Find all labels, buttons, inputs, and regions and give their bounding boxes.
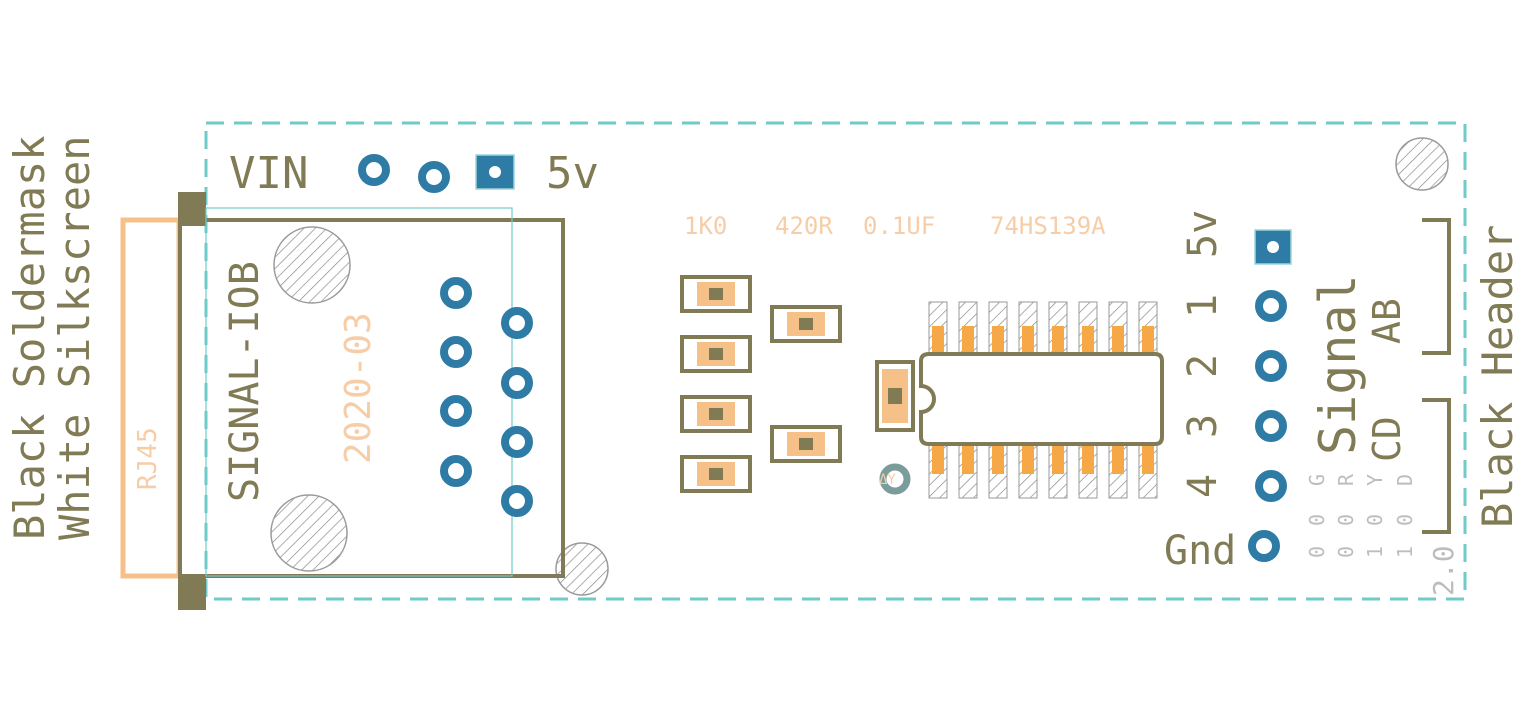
rj45-label: RJ45 bbox=[133, 427, 163, 490]
rj45-hole-bottom bbox=[270, 494, 348, 572]
board-date: 2020-03 bbox=[338, 312, 379, 464]
rj45-tab-bottom bbox=[178, 574, 206, 610]
ic-body bbox=[919, 352, 1164, 446]
led-pad bbox=[879, 463, 911, 495]
rj45-pin bbox=[440, 336, 472, 368]
truth-table-cell: 0 bbox=[1363, 514, 1387, 526]
header-pad-1 bbox=[1255, 290, 1287, 322]
header-label: Black Header bbox=[1473, 225, 1522, 528]
rj45-pin bbox=[440, 277, 472, 309]
truth-table-header: Y bbox=[1363, 474, 1387, 486]
board-name: SIGNAL-IOB bbox=[222, 261, 268, 502]
truth-table-cell: 1 bbox=[1363, 546, 1387, 558]
silkscreen-label: White Silkscreen bbox=[50, 135, 99, 540]
header-pad-5v-hole bbox=[1267, 241, 1279, 253]
truth-table-cell: 1 bbox=[1393, 546, 1417, 558]
smd-resistor bbox=[680, 395, 752, 433]
ic-pins-top bbox=[928, 301, 1158, 357]
header-bracket-ab bbox=[1422, 218, 1451, 355]
header-pad-gnd bbox=[1248, 530, 1280, 562]
truth-table-header: G bbox=[1305, 474, 1329, 486]
truth-table-cell: 0 bbox=[1334, 514, 1358, 526]
smd-capacitor bbox=[875, 360, 915, 432]
vin-pad-1 bbox=[358, 154, 390, 186]
resistor-1k0-label: 1K0 bbox=[684, 212, 727, 240]
mount-hole-top-right bbox=[1395, 137, 1449, 191]
capacitor-label: 0.1UF bbox=[863, 212, 935, 240]
rj45-pin bbox=[440, 455, 472, 487]
vin-pad-2 bbox=[418, 161, 450, 193]
five-v-pad-hole bbox=[489, 166, 501, 178]
rj45-pin bbox=[501, 367, 533, 399]
header-pad-2 bbox=[1255, 350, 1287, 382]
header-pad-3 bbox=[1255, 410, 1287, 442]
five-v-label: 5v bbox=[546, 148, 599, 199]
rj45-pin bbox=[501, 426, 533, 458]
header-pin-label-gnd: Gnd bbox=[1164, 528, 1236, 574]
vin-label: VIN bbox=[229, 148, 308, 199]
signal-label: Signal bbox=[1309, 274, 1367, 455]
mount-hole-bottom bbox=[555, 542, 609, 596]
soldermask-label: Black Soldermask bbox=[5, 135, 54, 540]
truth-table: G R Y D 0 0 0 0 0 0 1 1 bbox=[1305, 473, 1417, 558]
smd-resistor bbox=[680, 275, 752, 313]
rj45-hole-top bbox=[273, 226, 351, 304]
signal-ab-label: AB bbox=[1365, 298, 1409, 344]
header-pin-label-1: 1 bbox=[1180, 294, 1226, 318]
rj45-body-outline bbox=[120, 217, 182, 579]
truth-table-header: R bbox=[1334, 473, 1358, 486]
ic-label: 74HS139A bbox=[990, 212, 1106, 240]
rj45-pins bbox=[440, 277, 533, 517]
rj45-pin bbox=[501, 485, 533, 517]
led-label: ΔY bbox=[879, 472, 896, 488]
header-pin-label-3: 3 bbox=[1180, 414, 1226, 438]
truth-table-header: D bbox=[1393, 474, 1417, 486]
ic-pins-bottom bbox=[928, 443, 1158, 499]
truth-table-cell: 0 bbox=[1305, 514, 1329, 526]
header-pin-label-5v: 5v bbox=[1180, 210, 1226, 258]
header-pad-4 bbox=[1255, 470, 1287, 502]
resistor-420r-label: 420R bbox=[775, 212, 833, 240]
smd-resistor bbox=[770, 305, 842, 343]
version-label: 2.0 bbox=[1427, 545, 1460, 596]
truth-table-cell: 0 bbox=[1305, 546, 1329, 558]
truth-table-cell: 0 bbox=[1334, 546, 1358, 558]
five-v-pad bbox=[475, 154, 515, 190]
rj45-pin bbox=[440, 395, 472, 427]
rj45-pin bbox=[501, 307, 533, 339]
smd-resistor bbox=[770, 425, 842, 463]
header-pin-label-4: 4 bbox=[1180, 474, 1226, 498]
smd-resistor bbox=[680, 455, 752, 493]
header-pin-label-2: 2 bbox=[1180, 354, 1226, 378]
truth-table-cell: 0 bbox=[1393, 514, 1417, 526]
smd-resistor bbox=[680, 335, 752, 373]
header-bracket-cd bbox=[1422, 398, 1451, 534]
signal-cd-label: CD bbox=[1365, 416, 1409, 462]
